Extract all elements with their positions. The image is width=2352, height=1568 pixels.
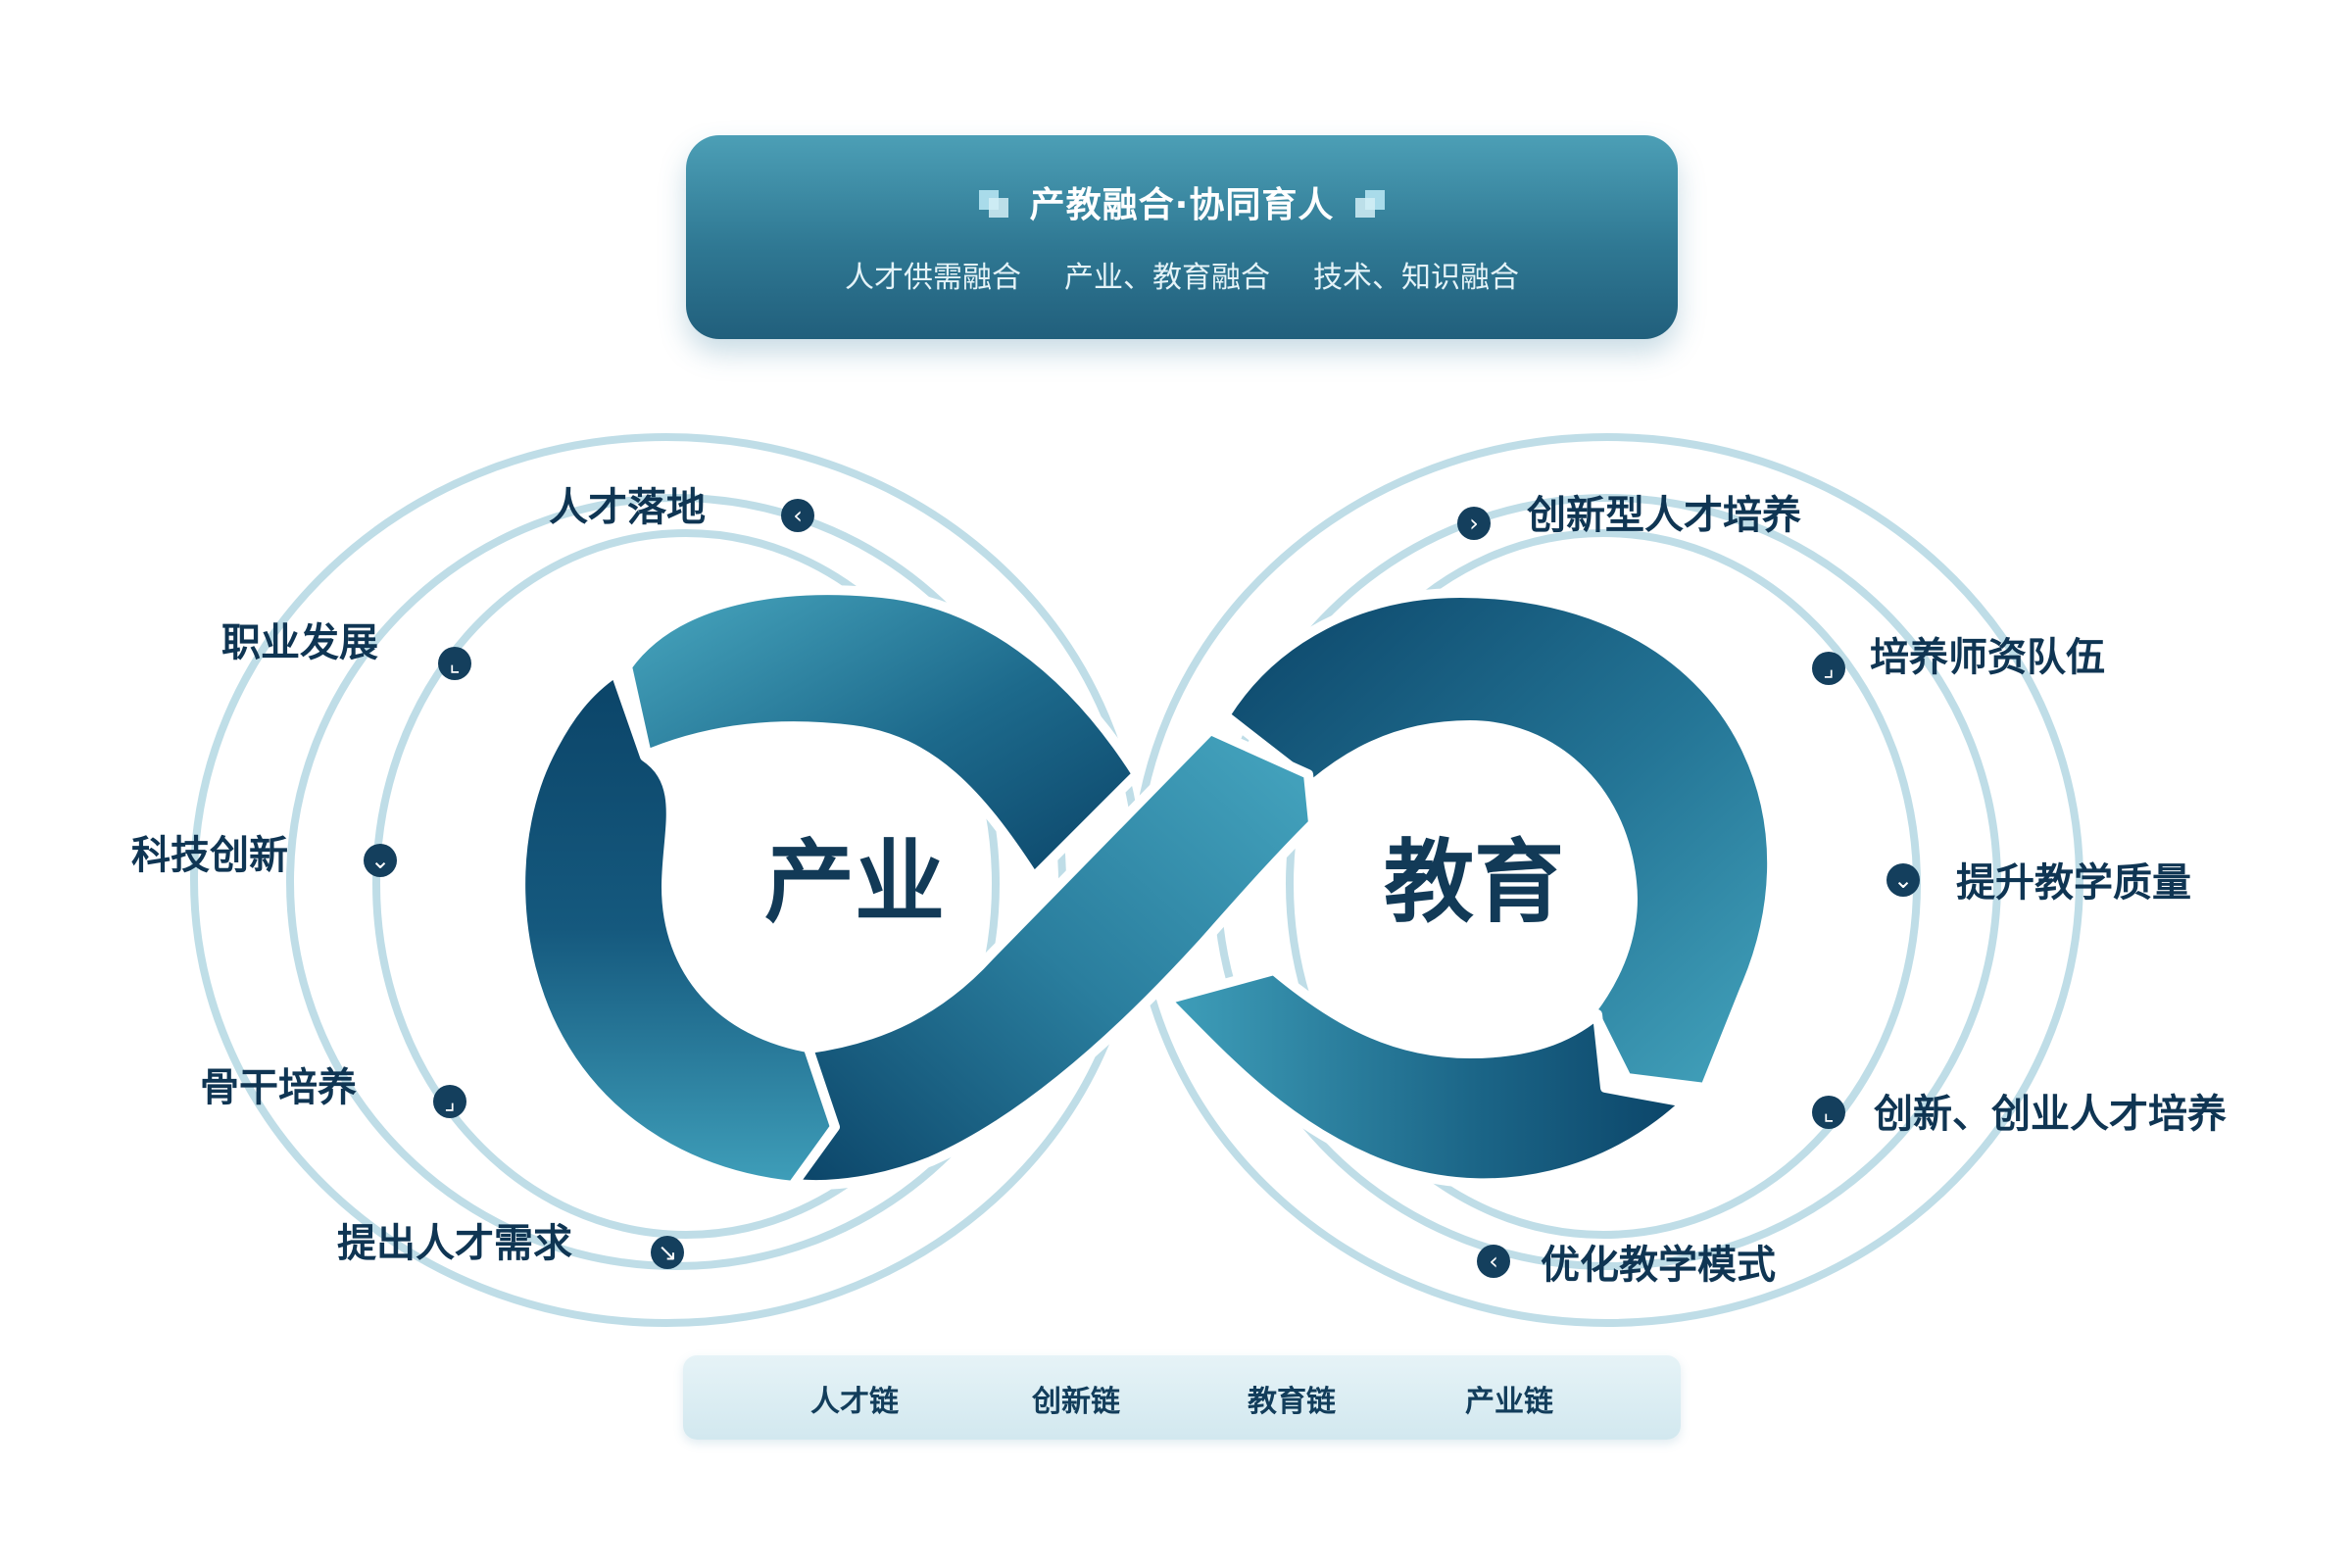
left-label-career-development: 职业发展 [221,620,378,665]
corner-arrow-icon: ⌟ [433,1085,466,1118]
chevron-left-icon: ‹ [1477,1245,1510,1278]
chain-bar: 人才链 创新链 教育链 产业链 [683,1355,1681,1440]
chain-item-talent: 人才链 [810,1385,899,1419]
corner-arrow-icon: ⌞ [438,647,471,680]
chain-item-education: 教育链 [1248,1385,1336,1419]
right-label-innovative-talent: 创新型人才培养 [1527,493,1801,538]
chevron-left-icon: ‹ [781,499,814,532]
right-loop-bottom-segment [1161,965,1690,1189]
header-subtitles: 人才供需融合 产业、教育融合 技术、知识融合 [686,253,1678,296]
header-subtitle: 产业、教育融合 [1064,261,1270,295]
left-loop-top-segment [622,585,1142,882]
arrow-down-right-icon: ↘ [651,1236,684,1269]
header-title-row: 产教融合·协同育人 [686,174,1678,229]
cross-band [789,725,1318,1191]
chain-item-industry: 产业链 [1465,1385,1553,1419]
header-card: 产教融合·协同育人 人才供需融合 产业、教育融合 技术、知识融合 [686,135,1678,339]
chevron-right-icon: › [1457,507,1491,540]
corner-arrow-icon: ⌟ [1812,652,1845,685]
left-label-talent-demand: 提出人才需求 [337,1221,572,1266]
header-title: 产教融合·协同育人 [1029,185,1335,225]
chevron-down-icon: ⌄ [364,844,397,877]
right-label-entrepreneurial-talent: 创新、创业人才培养 [1874,1092,2227,1137]
chain-item-innovation: 创新链 [1032,1385,1120,1419]
squares-left-icon [977,184,1012,220]
right-label-teaching-mode: 优化教学模式 [1541,1243,1776,1288]
right-loop-top-segment [1220,588,1778,1093]
right-label-teaching-quality: 提升教学质量 [1956,860,2191,906]
header-subtitle: 技术、知识融合 [1313,261,1519,295]
squares-right-icon [1351,184,1387,220]
right-label-teacher-team: 培养师资队伍 [1870,635,2105,680]
left-label-tech-innovation: 科技创新 [131,833,288,878]
center-label-education: 教育 [1384,830,1565,935]
center-label-industry: 产业 [764,830,946,935]
left-loop-bottom-segment [515,667,840,1191]
left-label-backbone-training: 骨干培养 [200,1065,357,1110]
left-label-talent-landing: 人才落地 [549,485,706,530]
corner-arrow-icon: ⌞ [1812,1096,1845,1129]
chevron-down-icon: ⌄ [1886,863,1920,897]
header-subtitle: 人才供需融合 [845,261,1021,295]
